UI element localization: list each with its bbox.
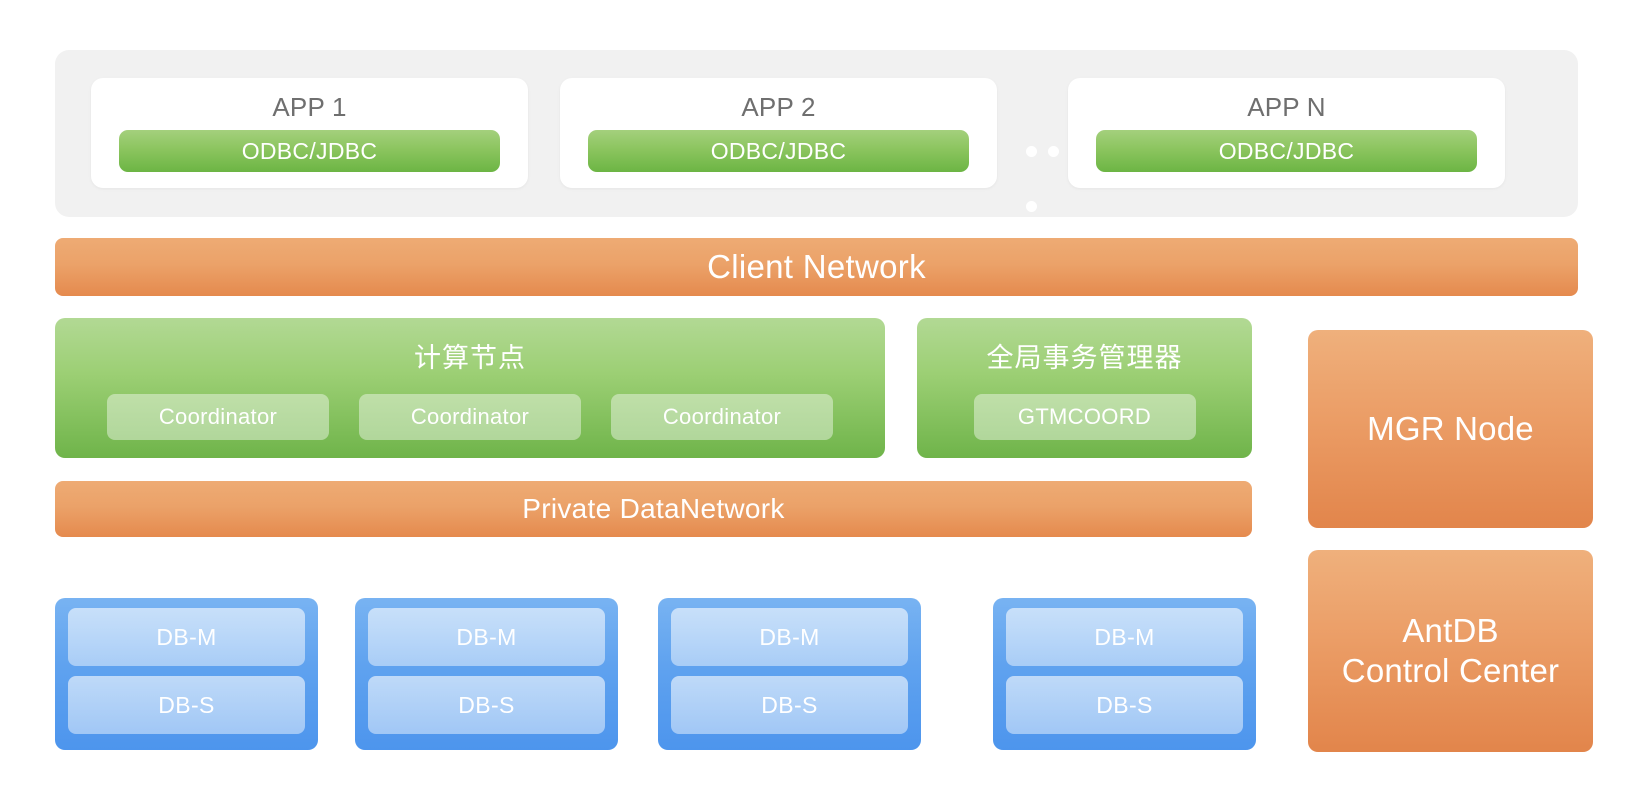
db-master-chip[interactable]: DB-M — [68, 608, 305, 666]
db-slave-chip[interactable]: DB-S — [68, 676, 305, 734]
ellipsis-dot-icon — [1026, 146, 1037, 157]
mgr-node-label: MGR Node — [1367, 409, 1534, 447]
app-title: APP 2 — [741, 92, 816, 122]
compute-node-title: 计算节点 — [414, 343, 526, 373]
db-slave-chip[interactable]: DB-S — [671, 676, 908, 734]
application-layer-container: APP 1 ODBC/JDBC APP 2 ODBC/JDBC APP N OD… — [55, 50, 1578, 217]
db-slave-chip[interactable]: DB-S — [368, 676, 605, 734]
client-network-label: Client Network — [707, 248, 926, 285]
coordinator-chip[interactable]: Coordinator — [107, 394, 329, 440]
db-master-chip[interactable]: DB-M — [368, 608, 605, 666]
app-card-2[interactable]: APP 2 ODBC/JDBC — [560, 78, 997, 188]
connector-pill-odbc-jdbc[interactable]: ODBC/JDBC — [1096, 130, 1477, 172]
gtmcoord-row: GTMCOORD — [917, 394, 1252, 440]
control-center-line-2: Control Center — [1341, 652, 1560, 689]
db-master-chip[interactable]: DB-M — [1006, 608, 1243, 666]
gtm-title: 全局事务管理器 — [986, 343, 1183, 373]
app-card-n[interactable]: APP N ODBC/JDBC — [1068, 78, 1505, 188]
connector-pill-odbc-jdbc[interactable]: ODBC/JDBC — [119, 130, 500, 172]
control-center-line-1: AntDB — [1402, 611, 1499, 649]
db-group-3: DB-M DB-S — [658, 598, 921, 750]
coordinator-chip[interactable]: Coordinator — [611, 394, 833, 440]
ellipsis-dot-icon — [1026, 201, 1037, 212]
db-slave-chip[interactable]: DB-S — [1006, 676, 1243, 734]
private-data-network-bar: Private DataNetwork — [55, 481, 1252, 537]
db-group-2: DB-M DB-S — [355, 598, 618, 750]
connector-pill-odbc-jdbc[interactable]: ODBC/JDBC — [588, 130, 969, 172]
compute-node-panel: 计算节点 Coordinator Coordinator Coordinator — [55, 318, 885, 458]
client-network-bar: Client Network — [55, 238, 1578, 296]
db-master-chip[interactable]: DB-M — [671, 608, 908, 666]
global-transaction-manager-panel: 全局事务管理器 GTMCOORD — [917, 318, 1252, 458]
private-data-network-label: Private DataNetwork — [522, 493, 785, 524]
db-group-1: DB-M DB-S — [55, 598, 318, 750]
app-card-1[interactable]: APP 1 ODBC/JDBC — [91, 78, 528, 188]
gtmcoord-chip[interactable]: GTMCOORD — [973, 394, 1196, 440]
db-group-4: DB-M DB-S — [993, 598, 1256, 750]
mgr-node-panel[interactable]: MGR Node — [1308, 330, 1593, 528]
coordinator-chip[interactable]: Coordinator — [359, 394, 581, 440]
app-title: APP 1 — [272, 92, 347, 122]
app-title: APP N — [1247, 92, 1326, 122]
ellipsis-dot-icon — [1048, 146, 1059, 157]
coordinator-row: Coordinator Coordinator Coordinator — [55, 394, 885, 440]
